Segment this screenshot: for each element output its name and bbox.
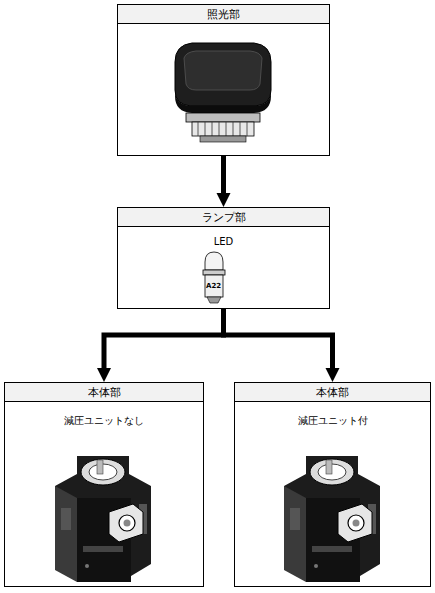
flow-arrow <box>224 309 333 368</box>
part-box: 照光部 <box>117 4 330 156</box>
part-caption: 減圧ユニット付 <box>235 414 430 427</box>
part-box: 本体部減圧ユニット付 <box>234 382 431 587</box>
led-illustration <box>203 252 225 303</box>
part-caption: LED <box>118 235 329 248</box>
section-header: 本体部 <box>5 383 203 402</box>
part-box: ランプ部 LED <box>117 207 330 309</box>
part-caption: 減圧ユニットなし <box>5 414 203 427</box>
body-unit-illustration <box>55 456 151 582</box>
body-unit-illustration <box>284 456 380 582</box>
model-marking: A22 <box>206 282 221 290</box>
flow-arrow <box>221 156 226 193</box>
section-header: ランプ部 <box>118 208 329 227</box>
section-header: 照光部 <box>118 5 329 24</box>
part-box: 本体部減圧ユニットなし <box>4 382 204 587</box>
button-illustration <box>175 43 271 142</box>
section-header: 本体部 <box>235 383 430 402</box>
flow-arrow <box>104 309 224 368</box>
